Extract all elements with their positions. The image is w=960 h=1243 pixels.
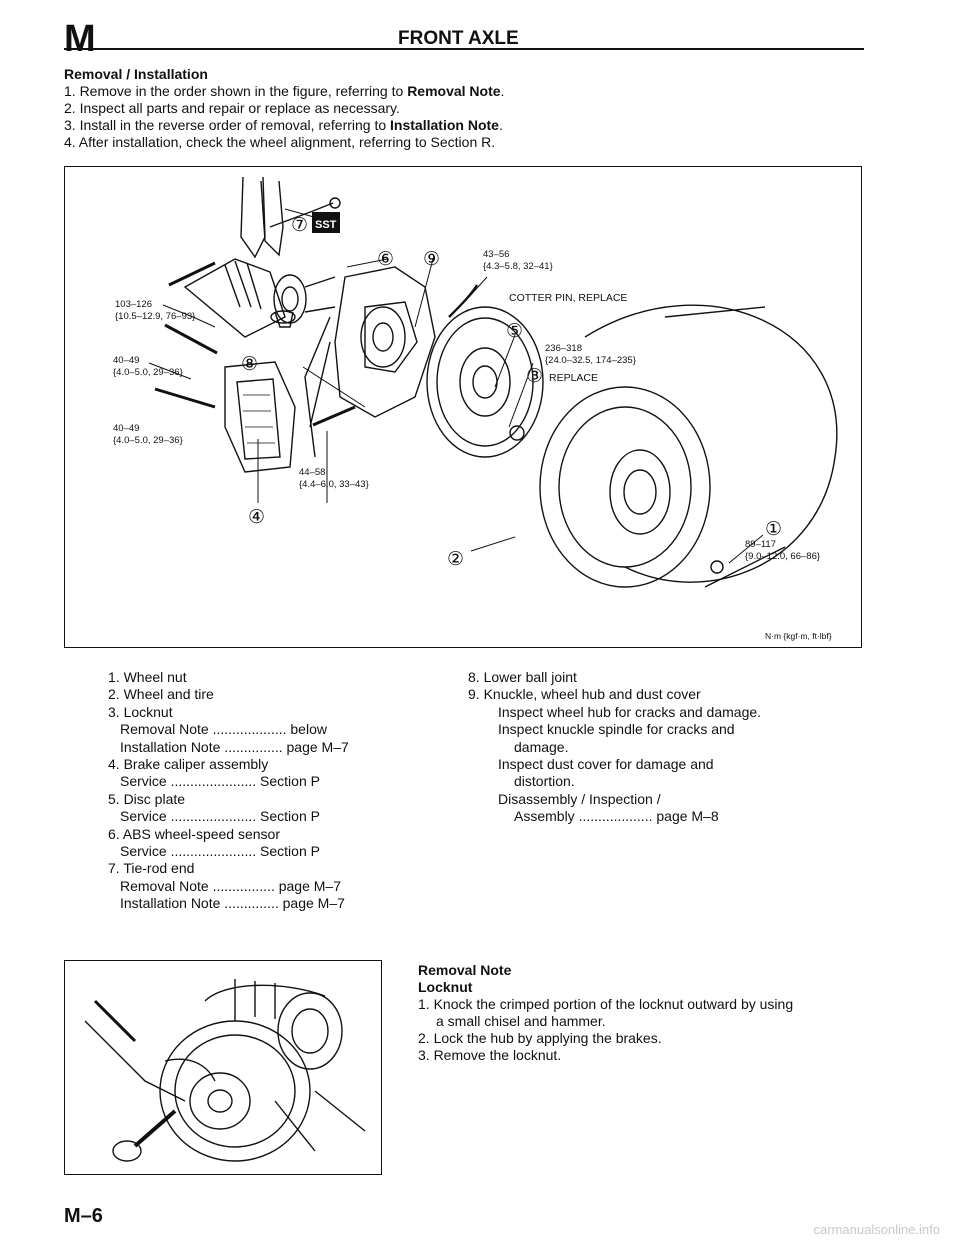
parts-list-item: 6. ABS wheel-speed sensor [108,825,280,842]
callout-4: ④ [248,507,265,528]
parts-list-item: 9. Knuckle, wheel hub and dust cover [468,686,701,703]
removal-note-step-3: 3. Remove the locknut. [418,1047,562,1063]
parts-list-item: 1. Wheel nut [108,669,187,685]
parts-list-item: Inspect wheel hub for cracks and damage. [498,703,762,720]
removal-note-step-2: 2. Lock the hub by applying the brakes. [418,1030,662,1046]
parts-list-item: Service ...................... Section P [120,843,320,860]
torque-locknut-alt: {24.0–32.5, 174–235} [545,355,636,366]
parts-list-item: 3. Locknut [108,703,173,720]
torque-wheel-nut-value: 89–117 [745,539,776,550]
cotter-pin-note: COTTER PIN, REPLACE [509,292,627,304]
torque-wheel-nut-alt: {9.0–12.0, 66–86} [745,551,820,562]
callout-6: ⑥ [377,249,394,270]
intro-step-2: 2. Inspect all parts and repair or repla… [64,100,400,116]
parts-list-item: 4. Brake caliper assembly [108,756,269,773]
parts-list-item: Service ...................... Section P [120,808,320,825]
header-rule [64,48,864,50]
removal-note-block: Removal Note Locknut 1. Knock the crimpe… [418,962,868,1064]
section-letter: M [64,18,96,60]
torque-drive-bolt-value: 103–126 [115,299,152,310]
installation-note-ref: Installation Note [390,117,499,133]
parts-list-item: 2. Wheel and tire [108,686,214,703]
parts-list-item: Assembly ................... page M–8 [514,808,719,825]
intro-step-3-text: 3. Install in the reverse order of remov… [64,117,391,133]
removal-note-step-1a: 1. Knock the crimped portion of the lock… [418,996,794,1012]
watermark: carmanualsonline.info [813,1222,940,1237]
parts-list-item: 5. Disc plate [108,790,186,807]
parts-list-item: distortion. [514,773,575,790]
torque-caliper-bolt-upper-value: 40–49 [113,355,139,366]
removal-note-step-1b: a small chisel and hammer. [436,1013,606,1029]
parts-list-item: Inspect knuckle spindle for cracks and [498,721,735,738]
parts-list-item: Disassembly / Inspection / [498,790,661,807]
exploded-view-drawing: ⑦ SST ⑥ ⑨ ⑤ ③ ⑧ ④ ② ① 43–56 {4.3–5.8, 32… [113,176,838,641]
intro-step-1-end: . [500,83,505,99]
callout-3: ③ [526,366,543,387]
intro-step-3: 3. Install in the reverse order of remov… [64,117,864,134]
torque-units: N·m {kgf·m, ft·lbf} [765,631,832,641]
intro-heading: Removal / Installation [64,66,208,82]
removal-note-ref: Removal Note [407,83,501,99]
callout-2: ② [447,549,464,570]
parts-list-item: Removal Note ................ page M–7 [120,877,341,894]
torque-ball-joint-value: 44–58 [299,467,325,478]
torque-caliper-bolt-upper-alt: {4.0–5.0, 29–36} [113,367,183,378]
intro-step-1-text: 1. Remove in the order shown in the figu… [64,83,408,99]
callout-1: ① [765,519,782,540]
intro-block: Removal / Installation 1. Remove in the … [64,66,864,151]
page-number: M–6 [64,1205,103,1227]
parts-list-item: Removal Note ................... below [120,721,327,738]
torque-caliper-bolt-lower-alt: {4.0–5.0, 29–36} [113,435,183,446]
parts-list-item: Installation Note .............. page M–… [120,895,345,912]
page-title: FRONT AXLE [398,28,519,49]
parts-list-item: Installation Note ............... page M… [120,738,349,755]
torque-9-alt: {4.3–5.8, 32–41} [483,261,553,272]
locknut-removal-figure [64,960,382,1175]
parts-list-item: Service ...................... Section P [120,773,320,790]
sst-label: SST [315,219,337,231]
sst-icon [312,212,340,233]
intro-step-3-end: . [498,117,503,133]
locknut-replace-note: REPLACE [549,372,598,384]
torque-locknut-value: 236–318 [545,343,582,354]
intro-step-4: 4. After installation, check the wheel a… [64,134,496,150]
torque-drive-bolt-alt: {10.5–12.9, 76–93} [115,311,195,322]
callout-5: ⑤ [506,321,523,342]
torque-ball-joint-alt: {4.4–6.0, 33–43} [299,479,369,490]
locknut-removal-drawing [84,979,366,1162]
removal-note-heading: Removal Note [418,962,512,978]
callout-8: ⑧ [241,354,258,375]
torque-caliper-bolt-lower-value: 40–49 [113,423,139,434]
callout-9: ⑨ [423,249,440,270]
parts-list-item: damage. [514,738,569,755]
intro-step-1: 1. Remove in the order shown in the figu… [64,83,864,100]
parts-list-item: Inspect dust cover for damage and [498,756,714,773]
callout-7: ⑦ [291,215,308,236]
removal-note-subheading: Locknut [418,979,473,995]
torque-9-value: 43–56 [483,249,509,260]
exploded-view-figure: ⑦ SST ⑥ ⑨ ⑤ ③ ⑧ ④ ② ① 43–56 {4.3–5.8, 32… [64,166,862,648]
parts-list-item: 7. Tie-rod end [108,860,195,877]
parts-list-item: 8. Lower ball joint [468,669,577,685]
